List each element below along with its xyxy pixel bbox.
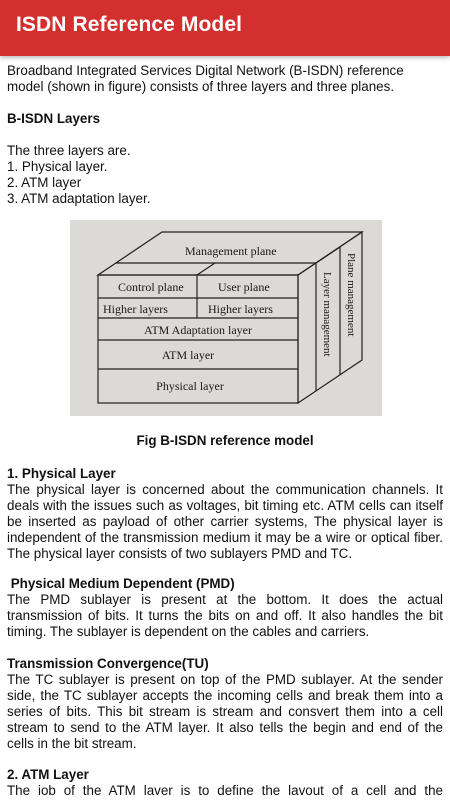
side-face: [297, 230, 363, 405]
layers-heading: B-ISDN Layers: [7, 111, 101, 126]
atm-layer-body: The iob of the ATM laver is to define th…: [7, 783, 443, 798]
pmd-body: The PMD sublayer is present at the botto…: [7, 592, 443, 639]
label-control-plane: Control plane: [118, 280, 184, 294]
label-atm-layer: ATM layer: [162, 348, 214, 362]
label-higher-layers-right: Higher layers: [208, 302, 273, 316]
physical-layer-heading: 1. Physical Layer: [7, 466, 116, 481]
figure-caption: Fig B-ISDN reference model: [136, 433, 314, 448]
article-content[interactable]: Broadband Integrated Services Digital Ne…: [0, 60, 450, 800]
app-bar: ISDN Reference Model: [0, 0, 450, 56]
label-management-plane: Management plane: [185, 244, 277, 258]
layers-list: The three layers are. 1. Physical layer.…: [7, 143, 443, 207]
layers-item-physical: 1. Physical layer.: [7, 159, 108, 174]
label-plane-management: Plane management: [345, 253, 357, 336]
label-user-plane: User plane: [218, 280, 270, 294]
bisdn-model-diagram: Management plane Control plane User plan…: [96, 230, 364, 405]
physical-layer-body: The physical layer is concerned about th…: [7, 482, 443, 561]
app-title: ISDN Reference Model: [16, 13, 243, 36]
layers-lead: The three layers are.: [7, 143, 131, 158]
label-higher-layers-left: Higher layers: [103, 302, 168, 316]
bisdn-model-figure: Management plane Control plane User plan…: [70, 220, 382, 416]
atm-layer-heading: 2. ATM Layer: [7, 767, 89, 782]
pmd-heading: Physical Medium Dependent (PMD): [7, 576, 235, 591]
layers-item-adaptation: 3. ATM adaptation layer.: [7, 191, 151, 206]
label-physical-layer: Physical layer: [156, 379, 224, 393]
tc-heading: Transmission Convergence(TU): [7, 656, 209, 671]
layers-item-atm: 2. ATM layer: [7, 175, 82, 190]
label-atm-adaptation-layer: ATM Adaptation layer: [144, 323, 252, 337]
label-layer-management: Layer management: [321, 272, 333, 357]
intro-paragraph: Broadband Integrated Services Digital Ne…: [7, 63, 404, 94]
tc-body: The TC sublayer is present on top of the…: [7, 672, 443, 751]
